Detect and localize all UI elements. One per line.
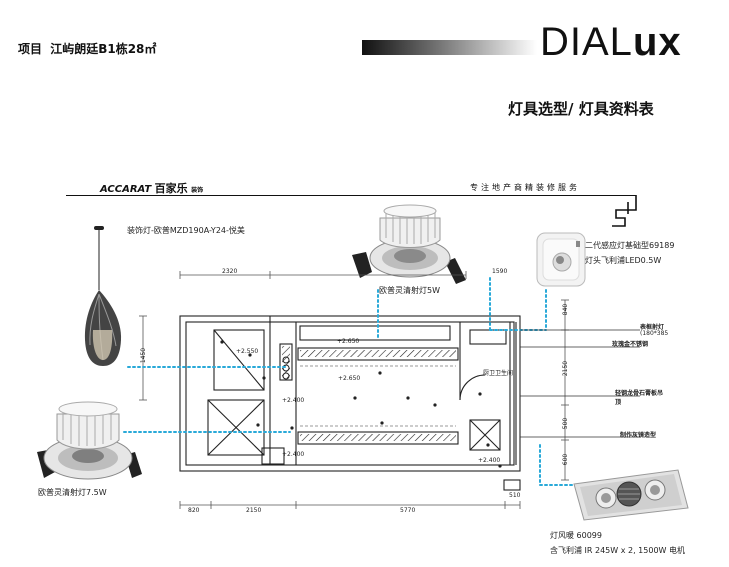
- switch-cluster-icon: [282, 356, 290, 380]
- project-label: 项目: [18, 42, 43, 56]
- brand-main: DIAL: [540, 20, 633, 64]
- note-leaders: [520, 329, 640, 438]
- sensor-light-icon: [536, 232, 586, 287]
- spotlight-top-icon: [352, 204, 466, 284]
- brand-suffix: ux: [632, 20, 682, 64]
- dialux-logo: DIALux: [540, 20, 682, 64]
- plan-walls: [179, 315, 521, 491]
- dim-right-v3: 500: [562, 417, 570, 430]
- hatch-band-top: [300, 350, 456, 357]
- dim-bottom-2: 2150: [246, 507, 262, 514]
- dim-right-v1: 840: [562, 303, 570, 316]
- bathroom-label: 厨卫卫生间: [483, 370, 514, 377]
- subtitle-a: 灯具选型/: [508, 100, 574, 118]
- pendant-lamp-icon: [84, 226, 122, 366]
- note-1-sub: (180*385: [640, 330, 669, 337]
- page-subtitle: 灯具选型/ 灯具资料表: [508, 98, 654, 119]
- company-logo: ACCARAT 百家乐 装饰: [100, 180, 203, 196]
- subtitle-b: 灯具资料表: [578, 100, 654, 118]
- note-4: 制作灰镜造型: [620, 432, 657, 439]
- spot-left-label: 欧普灵清射灯7.5W: [38, 488, 107, 497]
- dimension-lines: [139, 271, 569, 509]
- dim-right-v2: 2150: [562, 360, 570, 377]
- frame-bracket-icon: [612, 195, 637, 227]
- bath-heater-icon: [573, 469, 689, 521]
- note-1: 表框射灯: [640, 324, 665, 331]
- project-title: 项目 江屿朗廷B1栋28㎡: [18, 40, 156, 57]
- note-3: 轻钢龙骨石膏板吊: [615, 390, 664, 397]
- level-2400: +2.400: [282, 397, 305, 404]
- sensor-label-1: 二代感应灯基础型69189: [585, 241, 675, 250]
- level-2550: +2.550: [236, 348, 259, 355]
- sensor-label-2: 灯头飞利浦LED0.5W: [585, 256, 662, 265]
- ceiling-dashed-lines: [300, 365, 456, 427]
- dim-bottom-1: 820: [188, 507, 200, 514]
- slogan: 专注地产商精装修服务: [470, 183, 580, 192]
- gradient-bar: [362, 40, 537, 55]
- logo-cn: 百家乐: [154, 182, 188, 195]
- leader-lines: [123, 277, 575, 486]
- spot-top-label: 欧普灵清射灯5W: [379, 286, 440, 295]
- downlight-dots: [220, 340, 502, 468]
- hatch-band-left: [282, 346, 290, 378]
- dim-right-v4: 600: [562, 453, 570, 466]
- dim-left-v: 1450: [140, 347, 148, 364]
- dim-top-right: 1590: [492, 268, 508, 275]
- dim-top-left: 2320: [222, 268, 238, 275]
- frame-top-line: [66, 195, 636, 196]
- heater-label-1: 灯风暖 60099: [550, 531, 602, 540]
- level-2650b: +2.650: [338, 375, 361, 382]
- dim-bottom-3: 5770: [400, 507, 416, 514]
- project-name: 江屿朗廷B1栋28㎡: [50, 42, 157, 56]
- spotlight-left-icon: [37, 401, 142, 480]
- logo-small: 装饰: [191, 187, 204, 194]
- note-3b: 顶: [615, 399, 622, 406]
- hatch-band-bottom: [300, 434, 456, 441]
- note-2: 玫瑰金不锈钢: [612, 341, 649, 348]
- pendant-label: 装饰灯-欧普MZD190A-Y24-悦美: [127, 226, 245, 235]
- logo-text: ACCARAT: [100, 184, 152, 195]
- dim-bottom-4: 510: [509, 492, 521, 499]
- level-2400c: +2.400: [478, 457, 501, 464]
- heater-label-2: 含飞利浦 IR 245W x 2, 1500W 电机: [550, 546, 685, 555]
- level-2400b: +2.400: [282, 451, 305, 458]
- level-2650: +2.650: [337, 338, 360, 345]
